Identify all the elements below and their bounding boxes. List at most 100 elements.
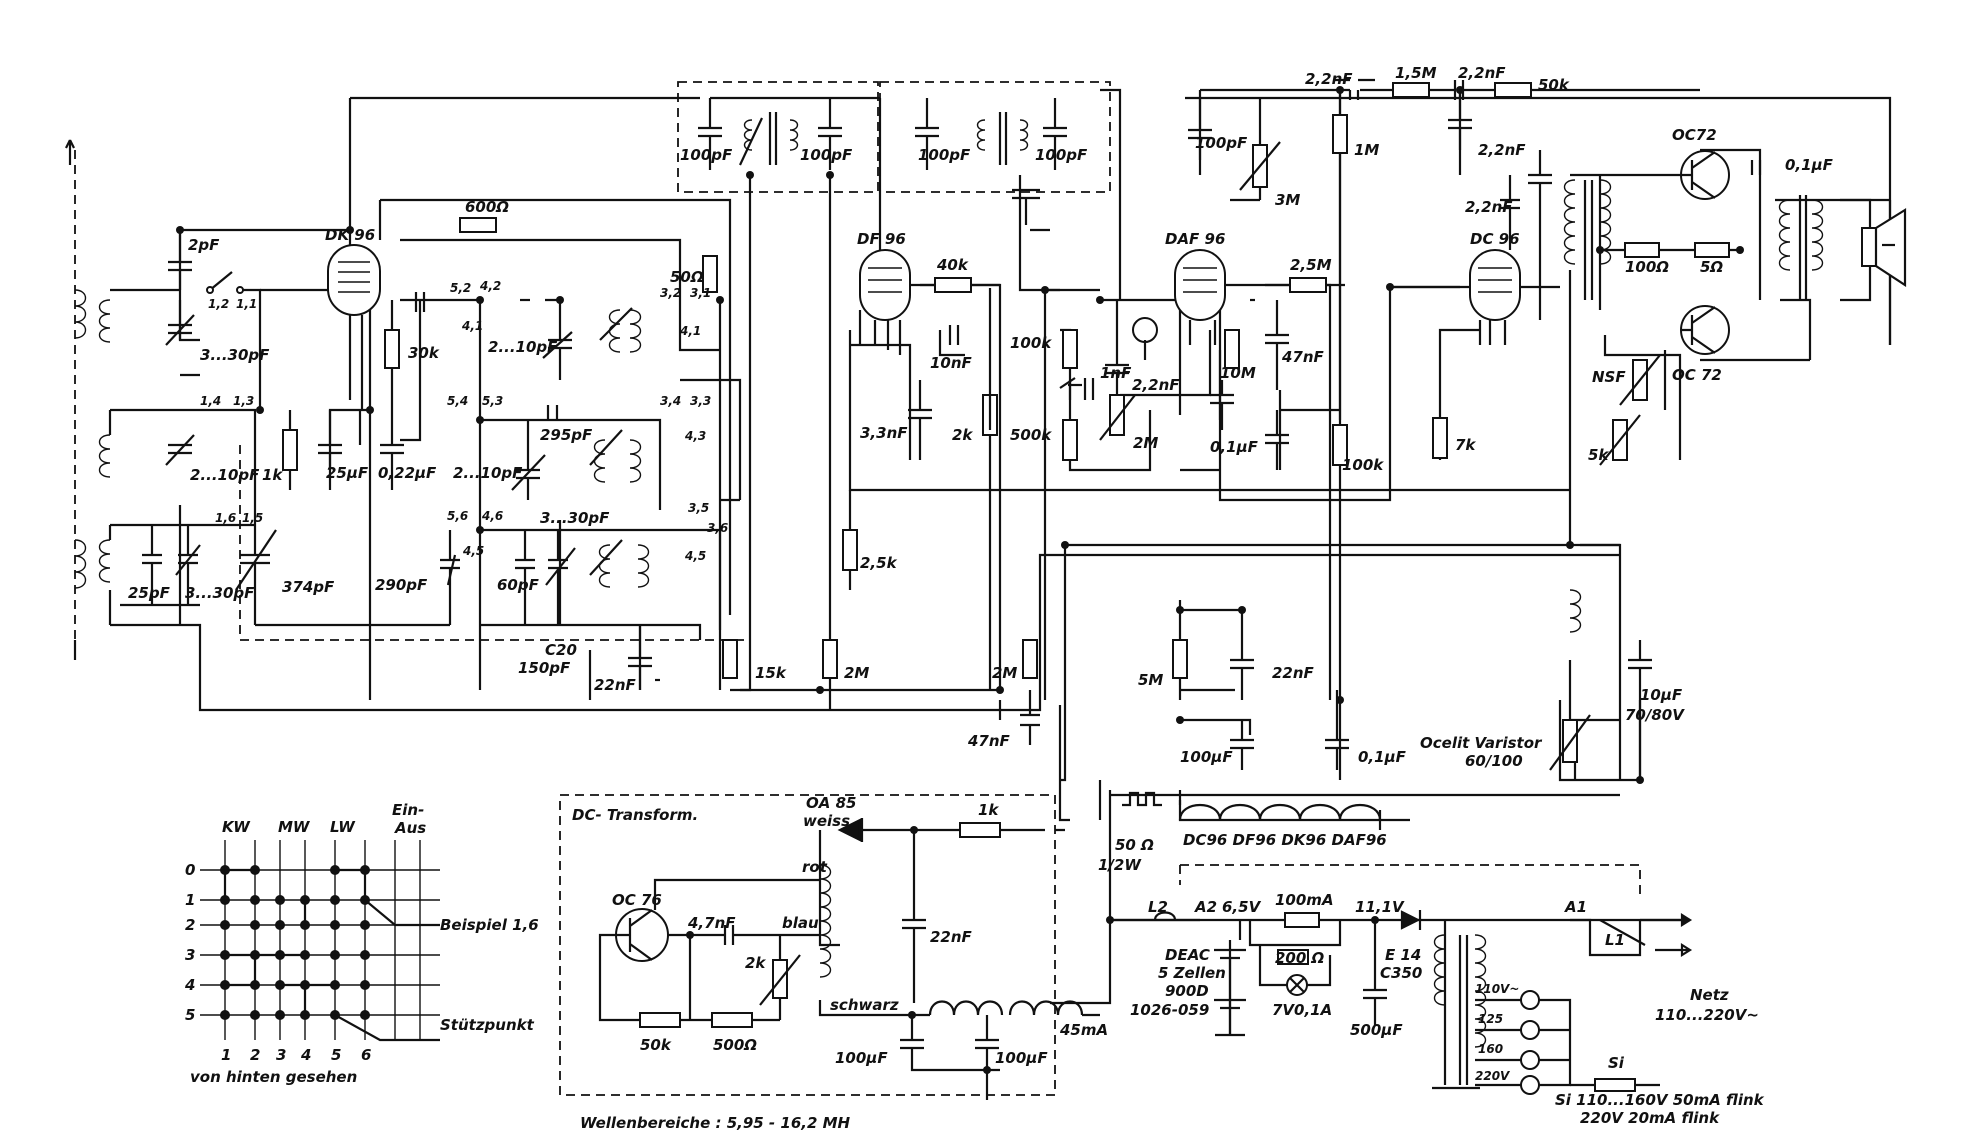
grid-example-label: Beispiel 1,6 xyxy=(440,916,539,934)
label-3-30pf-b: 3...30pF xyxy=(185,584,255,602)
grid-col-mw: MW xyxy=(278,818,311,836)
supply-label-deac-cells: 5 Zellen xyxy=(1158,964,1226,982)
pin-label-45: 4,5 xyxy=(462,544,484,558)
grid-caption: von hinten gesehen xyxy=(190,1068,357,1086)
label-10uf: 10µF xyxy=(1640,686,1683,704)
label-22nf-a: 22nF xyxy=(594,676,637,694)
label-22nf-d: 2,2nF xyxy=(1465,198,1513,216)
label-3-30pf: 3...30pF xyxy=(200,346,270,364)
label-10nf: 10nF xyxy=(930,354,973,372)
label-nsf: NSF xyxy=(1592,368,1626,386)
pin-label-41b: 4,1 xyxy=(679,324,701,338)
tube-label-df96: DF 96 xyxy=(857,230,906,248)
dc-label-100uf-a: 100µF xyxy=(835,1049,888,1067)
tap-label-220: 220V xyxy=(1475,1069,1511,1083)
label-1nf: 1nF xyxy=(1100,364,1132,382)
supply-label-deac-type: 900D xyxy=(1165,982,1209,1000)
grid-row-2: 2 xyxy=(185,916,195,934)
label-22nf-b: 2,2nF xyxy=(1132,376,1180,394)
label-100uf-a: 100µF xyxy=(1180,748,1233,766)
grid-col-kw: KW xyxy=(222,818,251,836)
label-33nf: 3,3nF xyxy=(860,424,908,442)
grid-col-2: 2 xyxy=(250,1046,260,1064)
grid-stuetzpunkt-label: Stützpunkt xyxy=(440,1016,535,1034)
supply-label-a2: A2 xyxy=(1194,898,1217,916)
pin-label-53: 5,3 xyxy=(482,394,503,408)
pin-label-32: 3,2 xyxy=(660,286,681,300)
pin-label-46: 4,6 xyxy=(481,509,503,523)
label-50-ohm: 50Ω xyxy=(670,268,704,286)
supply-label-100ma: 100mA xyxy=(1275,891,1334,909)
pin-label-33: 3,3 xyxy=(690,394,711,408)
label-2k: 2k xyxy=(952,426,973,444)
label-100pf-5: 100pF xyxy=(1195,134,1248,152)
label-10m: 10M xyxy=(1220,364,1256,382)
label-100-ohm: 100Ω xyxy=(1625,258,1669,276)
transistor-label-oc76: OC 76 xyxy=(612,891,662,909)
supply-label-netz-voltage: 110...220V~ xyxy=(1655,1006,1759,1024)
grid-row-0: 0 xyxy=(185,861,195,879)
pin-label-56: 5,6 xyxy=(447,509,468,523)
label-1m: 1M xyxy=(1354,141,1379,159)
switch-pin-labels: 1,2 1,1 1,4 1,3 1,6 1,5 5,2 4,2 4,1 5,4 … xyxy=(200,279,728,563)
label-47nf-a: 47nF xyxy=(967,732,1011,750)
wire-color-schwarz: schwarz xyxy=(830,996,899,1014)
label-varistor-value: 60/100 xyxy=(1465,752,1523,770)
pin-label-15: 1,5 xyxy=(242,511,263,525)
fuse-rating-2: 220V 20mA flink xyxy=(1580,1109,1720,1127)
supply-label-deac: DEAC xyxy=(1165,946,1210,964)
label-2m-b: 2M xyxy=(992,664,1017,682)
grid-col-aus: Aus xyxy=(394,819,426,837)
diode-label-oa85: OA 85 xyxy=(806,794,856,812)
tube-labels: DK 96 DF 96 DAF 96 DC 96 OC72 OC 72 OC 7… xyxy=(325,126,1722,909)
supply-label-l2: L2 xyxy=(1148,898,1168,916)
supply-label-500uf: 500µF xyxy=(1350,1021,1403,1039)
pin-label-52: 5,2 xyxy=(450,281,471,295)
label-22nf-e: 22nF xyxy=(1272,664,1315,682)
grid-row-3: 3 xyxy=(185,946,195,964)
grid-row-1: 1 xyxy=(185,891,195,909)
grid-col-5: 5 xyxy=(331,1046,341,1064)
fuse-rating-1: Si 110...160V 50mA flink xyxy=(1555,1091,1765,1109)
label-295pf: 295pF xyxy=(540,426,593,444)
pin-label-45b: 4,5 xyxy=(684,549,706,563)
pin-label-12: 1,2 xyxy=(208,297,229,311)
label-25pf: 25pF xyxy=(128,584,171,602)
label-22nf-top2: 2,2nF xyxy=(1458,64,1506,82)
label-600: 600Ω xyxy=(465,198,509,216)
label-10uf-voltage: 70/80V xyxy=(1625,706,1685,724)
label-100k-b: 100k xyxy=(1342,456,1384,474)
label-01uf-b: 0,1µF xyxy=(1785,156,1834,174)
dc-transform-title: DC- Transform. xyxy=(572,806,698,824)
label-25uf: 25µF xyxy=(326,464,369,482)
supply-label-half-watt: 1/2W xyxy=(1098,856,1142,874)
tap-label-110: 110V~ xyxy=(1475,982,1519,996)
pin-label-41: 4,1 xyxy=(461,319,483,333)
shield-enclosures xyxy=(74,81,1641,1096)
label-2m-a: 2M xyxy=(844,664,869,682)
grid-col-3: 3 xyxy=(276,1046,286,1064)
label-5-ohm: 5Ω xyxy=(1700,258,1723,276)
label-60pf: 60pF xyxy=(497,576,540,594)
pin-label-14: 1,4 xyxy=(200,394,221,408)
dc-label-100uf-b: 100µF xyxy=(995,1049,1048,1067)
fuse-label-si: Si xyxy=(1608,1054,1625,1072)
power-section xyxy=(1122,589,1693,1095)
supply-label-a1: A1 xyxy=(1564,898,1587,916)
label-100k-a: 100k xyxy=(1010,334,1052,352)
label-100pf-4: 100pF xyxy=(1035,146,1088,164)
supply-labels: 50 Ω 1/2W DC96 DF96 DK96 DAF96 L2 A2 6,5… xyxy=(1098,831,1765,1127)
pin-label-43: 4,3 xyxy=(684,429,706,443)
label-1k: 1k xyxy=(262,466,283,484)
label-2m-c: 2M xyxy=(1133,434,1158,452)
label-15m: 1,5M xyxy=(1395,64,1437,82)
dc-label-22nf: 22nF xyxy=(930,928,973,946)
dc-label-current: 45mA xyxy=(1059,1021,1108,1039)
supply-label-200-ohm: 200 Ω xyxy=(1275,949,1325,967)
transistor-label-oc72-bottom: OC 72 xyxy=(1672,366,1722,384)
label-374pf: 374pF xyxy=(282,578,335,596)
pin-label-35: 3,5 xyxy=(688,501,709,515)
tube-label-dc96: DC 96 xyxy=(1470,230,1520,248)
dc-label-47nf: 4,7nF xyxy=(687,914,736,932)
